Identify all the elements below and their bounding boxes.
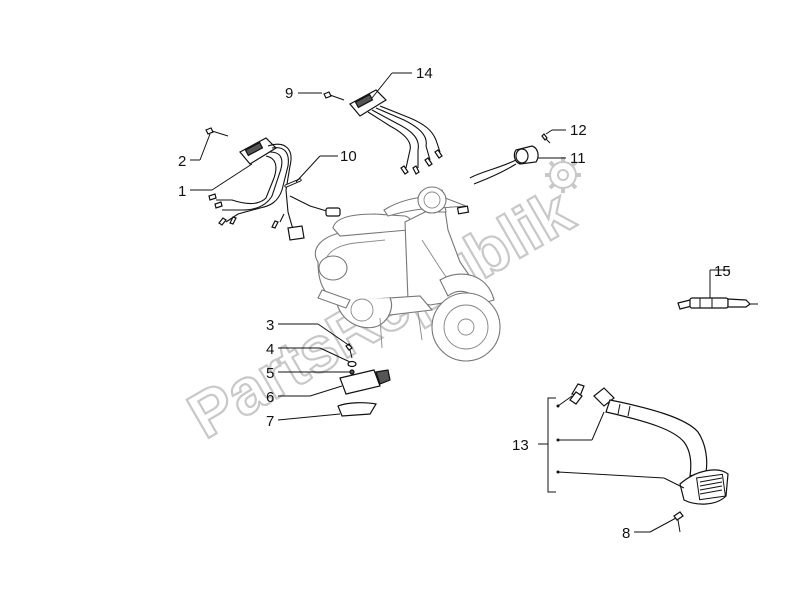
part-6-stop-switch [337,343,391,417]
callout-6: 6 [266,389,274,406]
callout-3: 3 [266,317,274,334]
leader-lines [190,72,730,533]
callout-labels: 1 2 3 4 5 6 7 8 9 10 11 12 13 14 15 [178,65,731,542]
part-11-horn [469,133,551,185]
callout-4: 4 [266,341,274,358]
callout-11: 11 [570,150,586,167]
callout-1: 1 [178,183,186,200]
part-15-lead [677,297,758,310]
callout-14: 14 [416,65,433,82]
scooter-illustration [314,186,501,362]
callout-12: 12 [570,122,587,139]
callout-9: 9 [285,85,293,102]
gear-icon [545,157,581,193]
callout-5: 5 [266,365,274,382]
callout-15: 15 [714,263,731,280]
part-1-switch-harness [205,127,341,241]
callout-8: 8 [622,525,630,542]
part-13-rear-light [538,383,729,533]
callout-13: 13 [512,437,529,454]
callout-7: 7 [266,413,274,430]
lamp-lens-grille [696,473,726,501]
callout-10: 10 [340,148,357,165]
callout-2: 2 [178,153,186,170]
part-14-switch [323,89,443,175]
